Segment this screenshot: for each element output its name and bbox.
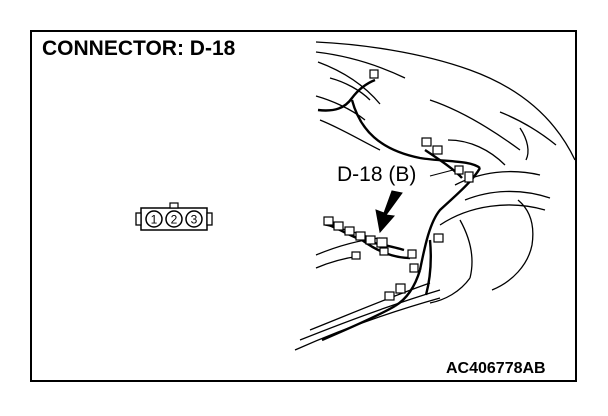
- pin-3: 3: [191, 213, 198, 227]
- connector-callout-label: D-18 (B): [335, 163, 419, 187]
- connector-face: 1 2 3: [135, 202, 213, 231]
- wiring-harness: [317, 78, 482, 342]
- page-title: CONNECTOR: D-18: [42, 37, 236, 60]
- car-body-outline: [294, 41, 576, 351]
- figure-code: AC406778AB: [446, 360, 546, 377]
- pin-1: 1: [151, 213, 158, 227]
- label-leader-line: [429, 169, 454, 177]
- pin-2: 2: [171, 213, 178, 227]
- location-arrow-icon: [375, 190, 403, 234]
- harness-connectors: [323, 69, 474, 301]
- diagram-frame: [30, 30, 577, 382]
